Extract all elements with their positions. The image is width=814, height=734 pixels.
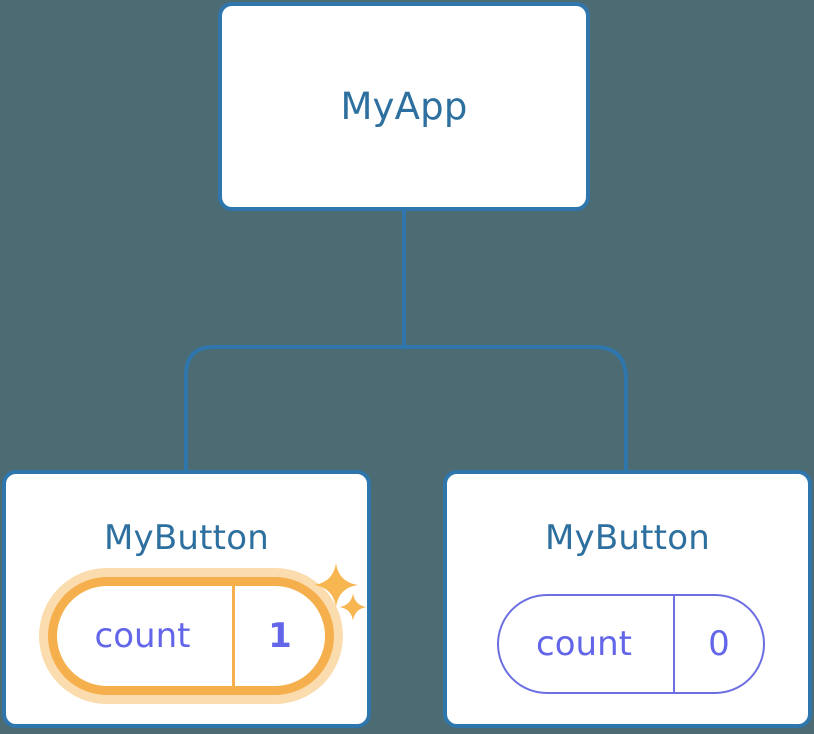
- state-badge-key: count: [499, 596, 675, 692]
- component-node-mybutton-left[interactable]: MyButton count 1: [2, 470, 371, 728]
- state-badge-value: 1: [268, 616, 292, 656]
- component-node-title: MyButton: [104, 518, 269, 558]
- component-node-title: MyButton: [545, 518, 710, 558]
- state-badge[interactable]: count 0: [497, 594, 765, 694]
- component-node-title: MyApp: [340, 85, 468, 128]
- component-node-mybutton-right[interactable]: MyButton count 0: [443, 470, 812, 728]
- state-badge-key: count: [57, 586, 235, 686]
- state-badge-highlighted[interactable]: count 1: [48, 577, 334, 695]
- connector-child-bus: [184, 345, 628, 472]
- state-badge-value: 0: [708, 624, 730, 664]
- component-node-myapp[interactable]: MyApp: [218, 2, 590, 211]
